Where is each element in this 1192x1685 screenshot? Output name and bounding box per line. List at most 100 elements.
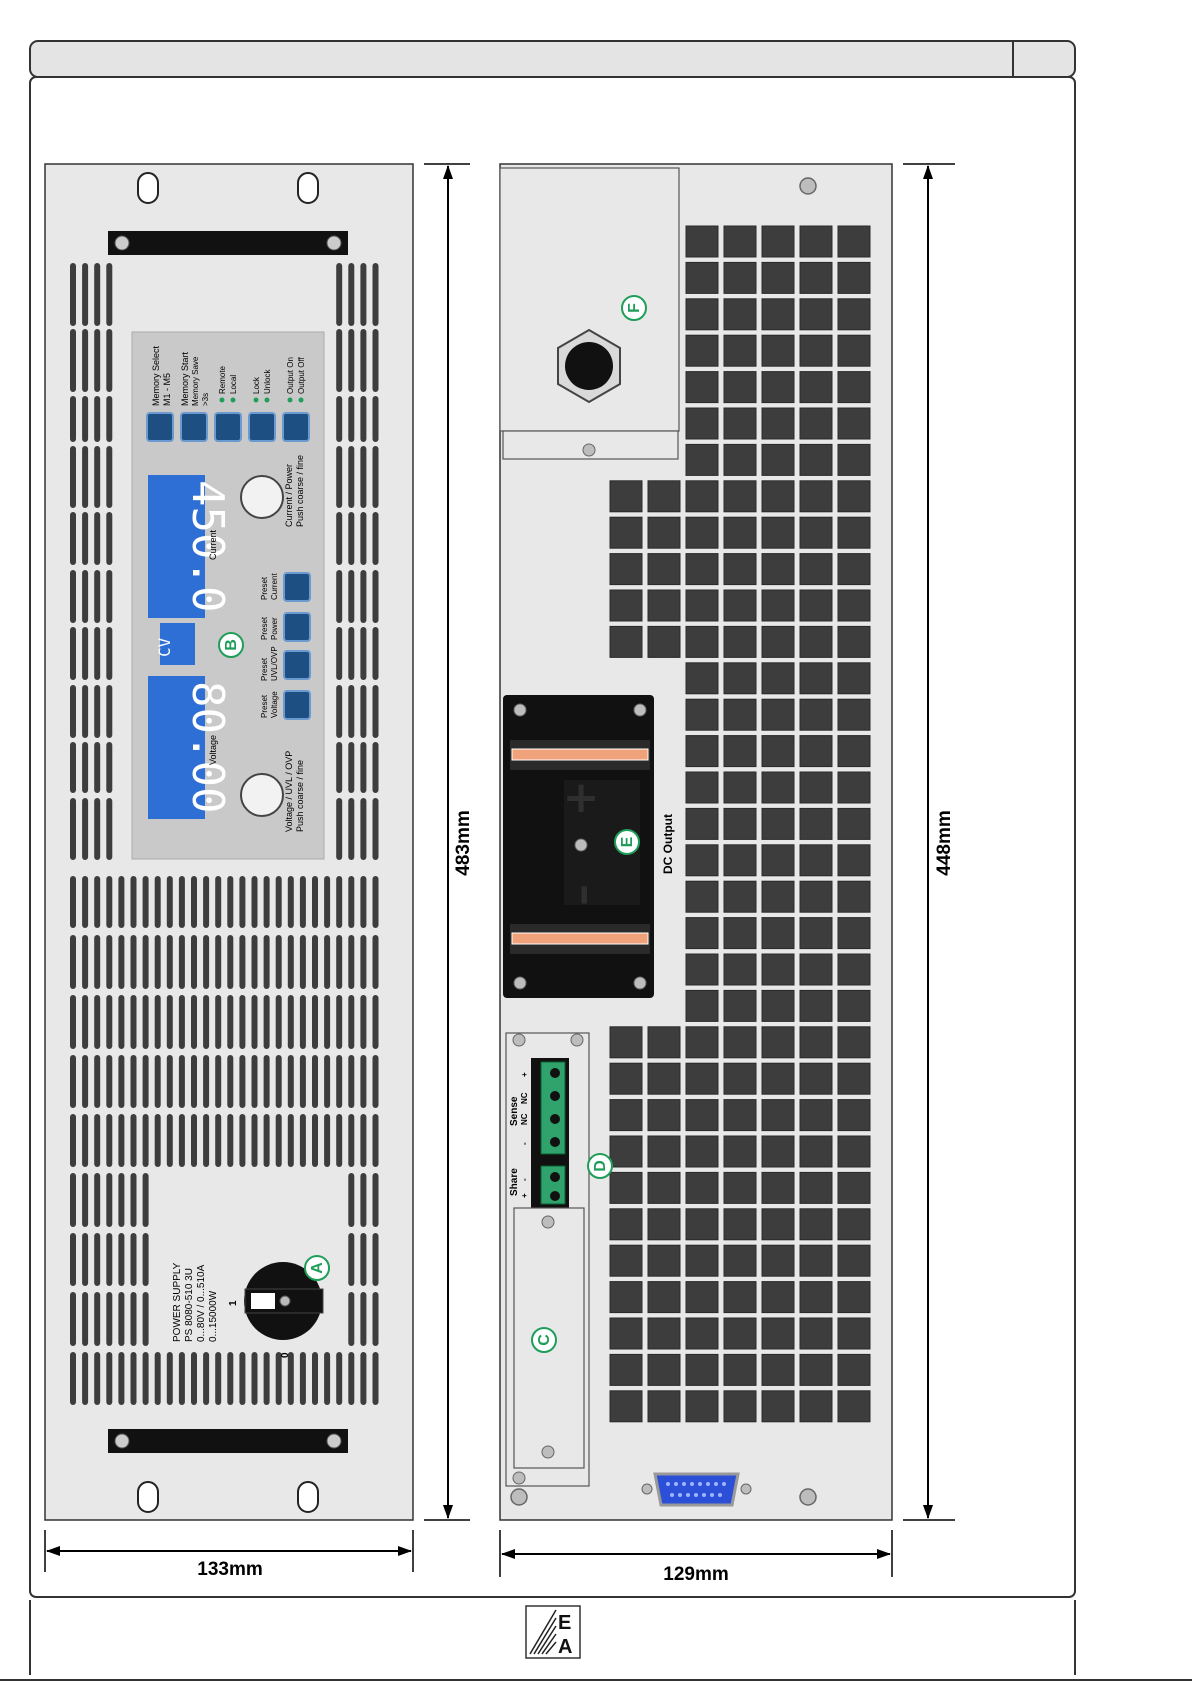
vent-square [685,807,719,840]
vent-slot [227,935,234,989]
vent-slot [227,876,234,928]
vent-slot [82,512,89,565]
vent-square [723,553,757,586]
vent-slot [372,512,379,565]
power-switch[interactable] [244,1262,324,1340]
vent-square [799,735,833,768]
vent-slot [239,995,246,1049]
vent-slot [94,1233,101,1286]
vent-slot [227,1055,234,1108]
callout-a: A [304,1255,330,1281]
vent-slot [118,1352,125,1405]
vent-slot [372,1173,379,1227]
vent-square [799,1135,833,1168]
vent-slot [203,876,210,928]
vent-square [685,1099,719,1132]
vent-slot [275,1055,282,1108]
vent-square [761,516,795,549]
svg-text:M1 - M5: M1 - M5 [162,373,172,406]
current-power-knob[interactable] [240,475,284,519]
vent-slot [94,742,101,793]
vent-slot [191,1352,197,1405]
vent-square [609,553,643,586]
output-on-off-button[interactable] [282,412,310,442]
vent-slot [348,512,355,565]
vent-square [685,516,719,549]
preset-current-button[interactable] [283,572,311,602]
vent-square [837,589,871,622]
vent-slot [312,935,318,989]
vent-square [799,225,833,258]
vent-slot [336,685,343,738]
vent-slot [142,1233,149,1286]
vent-square [647,625,681,658]
unlock-led [264,397,270,403]
vent-slot [130,1292,137,1346]
svg-text:Power: Power [270,617,279,640]
sense-share-bracket [505,1032,590,1487]
vent-slot [203,1055,210,1108]
vent-slot [227,1352,234,1405]
remote-local-button[interactable] [214,412,242,442]
vent-square [723,334,757,367]
footer-frame [29,1600,1076,1675]
vent-slot [239,1114,246,1167]
lock-unlock-button[interactable] [248,412,276,442]
vent-slot [336,446,343,508]
preset-power-button[interactable] [283,612,311,642]
vent-square [609,1026,643,1059]
svg-text:>3s: >3s [201,393,210,406]
vent-square [647,1353,681,1386]
vent-slot [336,1352,343,1405]
vent-slot [70,1055,76,1108]
vent-slot [94,935,101,989]
vent-square [723,516,757,549]
vent-slot [348,396,355,442]
vent-slot [82,570,89,623]
vent-slot [130,995,137,1049]
vent-slot [82,329,89,392]
vent-square [799,480,833,513]
vent-square [723,1208,757,1241]
vent-slot [118,935,125,989]
vent-square [609,1317,643,1350]
vent-slot [372,876,379,928]
vent-square [723,1390,757,1423]
vent-slot [106,1233,113,1286]
vent-slot [360,627,367,680]
vent-slot [360,396,367,442]
vent-square [837,334,871,367]
vent-slot [82,995,89,1049]
memory-start-button[interactable] [180,412,208,442]
vent-slot [372,627,379,680]
vent-square [685,844,719,877]
vent-square [799,1390,833,1423]
svg-text:Preset: Preset [260,694,269,718]
vent-slot [336,570,343,623]
preset-uvl-button[interactable] [283,650,311,680]
vent-square [837,989,871,1022]
memory-select-button[interactable] [146,412,174,442]
vent-square [685,1281,719,1314]
vent-slot [70,512,76,565]
vent-slot [348,1173,355,1227]
vent-square [609,589,643,622]
vent-slot [94,1055,101,1108]
vent-square [647,1208,681,1241]
vent-square [647,553,681,586]
voltage-label: Voltage [208,735,218,765]
vent-square [685,735,719,768]
vent-slot [324,995,331,1049]
vent-square [761,1317,795,1350]
subd-connector[interactable] [641,1472,752,1507]
vent-square [609,1208,643,1241]
svg-text:133mm: 133mm [197,1559,263,1580]
preset-voltage-button[interactable] [283,690,311,720]
vent-slot [82,685,89,738]
vent-slot [263,1055,270,1108]
vent-slot [130,935,137,989]
vent-slot [154,935,161,989]
callout-d: D [587,1153,613,1179]
voltage-knob[interactable] [240,773,284,817]
vent-square [837,1353,871,1386]
